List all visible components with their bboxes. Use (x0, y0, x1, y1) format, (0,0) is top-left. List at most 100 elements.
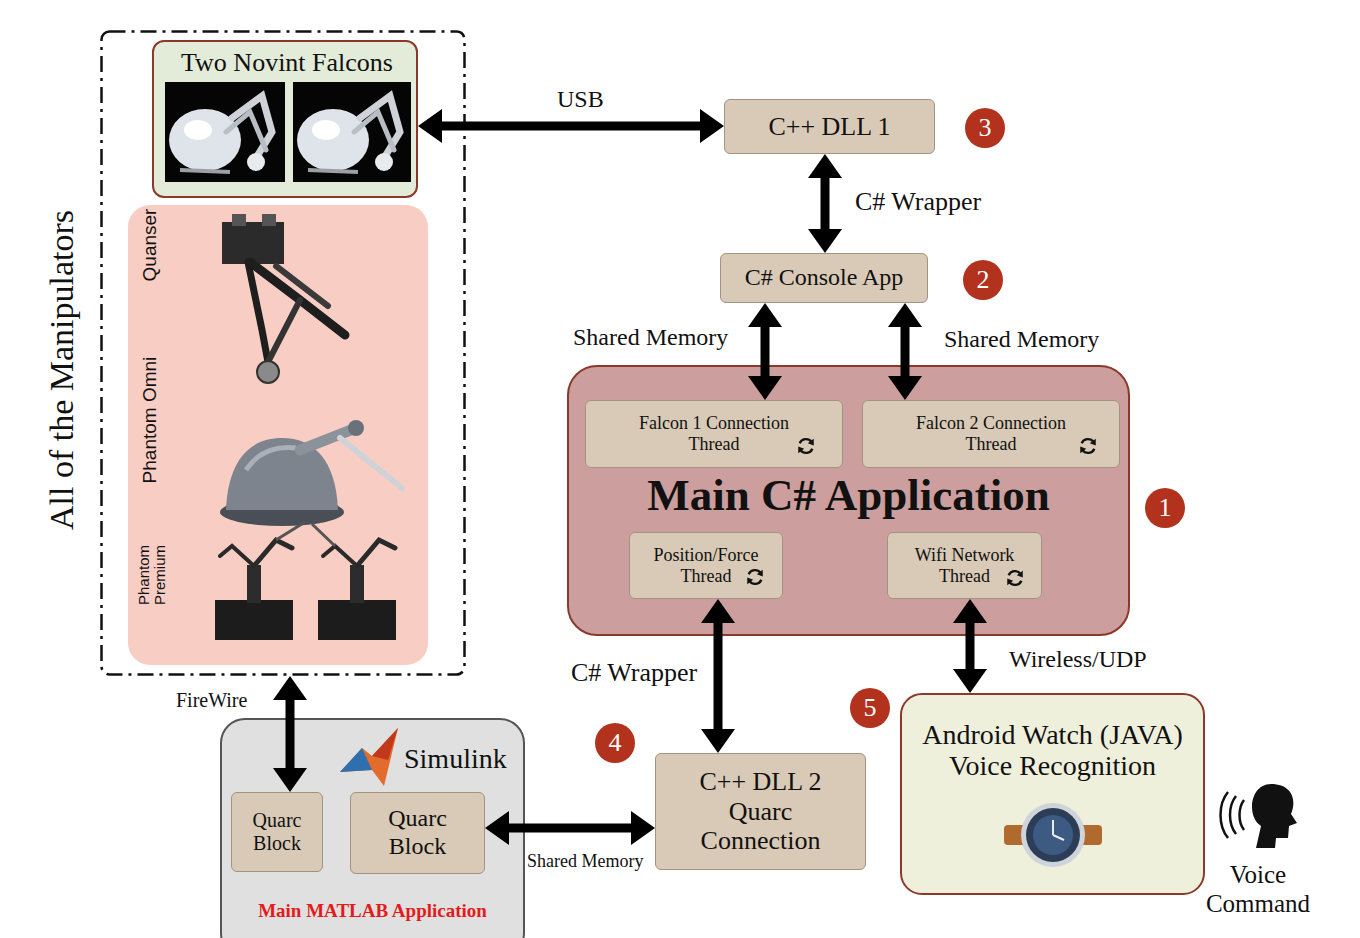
arrow-shaft (505, 824, 635, 833)
box-text: Quarc Block (241, 809, 313, 855)
thread-box: Wifi Network Thread (887, 532, 1042, 599)
group-heading: Main C# Application (569, 471, 1128, 521)
phantom-omni-device (300, 428, 356, 450)
quanser-robot (222, 222, 284, 264)
connector-label: FireWire (174, 689, 249, 712)
group-label: Phantom Omni (137, 340, 163, 500)
arrow-head (701, 599, 735, 623)
matlab-logo (372, 728, 398, 760)
callout-number: 3 (965, 108, 1005, 148)
double-arrow (808, 154, 842, 253)
thread-cycle-icons (1007, 571, 1022, 586)
double-arrow (748, 303, 782, 400)
box-text: Position/Force Thread (639, 545, 774, 586)
falcon-photo-1 (247, 153, 265, 171)
phantom-omni-device (220, 420, 402, 526)
phantom-premium-pair (318, 600, 396, 640)
connector-label: Shared Memory (942, 326, 1101, 354)
thread-cycle-icons (798, 439, 813, 454)
group-label: Main MATLAB Application (222, 898, 523, 924)
falcon-photo-1 (226, 112, 266, 150)
dash-dot-outline (102, 32, 465, 675)
arrow-head (953, 599, 987, 623)
arrow-head (418, 109, 442, 143)
main-application-box: Main C# ApplicationFalcon 1 Connection T… (567, 365, 1130, 636)
double-arrow (485, 811, 655, 845)
arrow-head (888, 376, 922, 400)
group-heading: Two Novint Falcons (154, 46, 420, 80)
double-arrow (888, 303, 922, 400)
connector-label: Shared Memory (571, 324, 730, 352)
group-label: Phantom Premium (130, 530, 174, 620)
arrow-head (748, 303, 782, 327)
quanser-robot (257, 361, 279, 383)
quanser-robot (262, 214, 276, 226)
phantom-premium-pair (276, 522, 305, 540)
arrow-head (953, 669, 987, 693)
smartwatch-picture (1021, 803, 1085, 867)
phantom-premium-pair (357, 540, 395, 566)
phantom-premium-pair (350, 565, 364, 603)
console-app-box: C# Console App (720, 253, 928, 303)
box-text: C++ DLL 1 (768, 112, 890, 142)
group-heading: All of the Manipulators (42, 160, 82, 580)
matlab-logo (340, 728, 398, 786)
phantom-omni-device (340, 438, 402, 488)
quanser-robot (248, 262, 268, 362)
thread-box: Falcon 1 Connection Thread (585, 400, 843, 468)
box-text: C++ DLL 2 Quarc Connection (673, 767, 848, 857)
falcon-photo-1 (180, 170, 230, 172)
double-arrow (418, 109, 724, 143)
arrow-head (273, 676, 307, 700)
smartwatch-picture (1004, 803, 1102, 867)
phantom-premium-pair (220, 546, 254, 566)
phantom-premium-pair (254, 540, 292, 566)
arrow-shaft (286, 696, 295, 772)
group-heading: Android Watch (JAVA) Voice Recognition (902, 713, 1203, 789)
matlab-logo (340, 728, 398, 786)
quanser-robot (276, 266, 328, 306)
double-arrow (273, 676, 307, 792)
manipulators-group: All of the ManipulatorsTwo Novint Falcon… (100, 30, 466, 676)
connector-label: USB (555, 86, 606, 114)
speaking-head-icon (1252, 784, 1297, 848)
smartwatch-picture (1053, 820, 1064, 840)
thread-cycle-icons (747, 570, 762, 585)
matlab-logo (340, 748, 372, 772)
callout-number: 5 (850, 688, 890, 728)
double-arrow (701, 599, 735, 753)
phantom-premium-pair (312, 524, 335, 546)
arrow-head (748, 376, 782, 400)
speaking-head-icon (1221, 792, 1229, 838)
quanser-robot (232, 214, 246, 226)
speaking-head-icon (1230, 796, 1236, 834)
box-text: Quarc Block (378, 805, 458, 860)
arrow-shaft (438, 122, 704, 131)
falcon-photo-1 (165, 82, 285, 182)
connector-label: Wireless/UDP (1007, 646, 1149, 674)
arrow-shaft (821, 174, 830, 233)
smartwatch-picture (1033, 815, 1073, 855)
smartwatch-picture (1026, 808, 1080, 862)
matlab-application-box: SimulinkMain MATLAB ApplicationQuarc Blo… (220, 718, 525, 938)
thread-box: Position/Force Thread (629, 532, 783, 599)
manipulator-panel: QuanserPhantom OmniPhantom Premium (128, 205, 428, 665)
connector-label: Shared Memory (525, 851, 645, 872)
speaking-head-icon (1221, 784, 1298, 848)
quanser-robot (268, 300, 300, 362)
quanser-robot (222, 214, 345, 383)
falcon-photo-2 (308, 170, 358, 172)
callout-number: 1 (1145, 488, 1185, 528)
phantom-premium-pair (215, 600, 293, 640)
falcon-photo-1 (169, 109, 241, 171)
box-text: Wifi Network Thread (897, 545, 1032, 586)
watch-box: Android Watch (JAVA) Voice Recognition (900, 693, 1205, 895)
arrow-head (273, 768, 307, 792)
phantom-omni-device (348, 420, 364, 436)
arrow-shaft (901, 323, 910, 380)
box-text: Falcon 2 Connection Thread (891, 413, 1091, 454)
arrow-head (701, 729, 735, 753)
